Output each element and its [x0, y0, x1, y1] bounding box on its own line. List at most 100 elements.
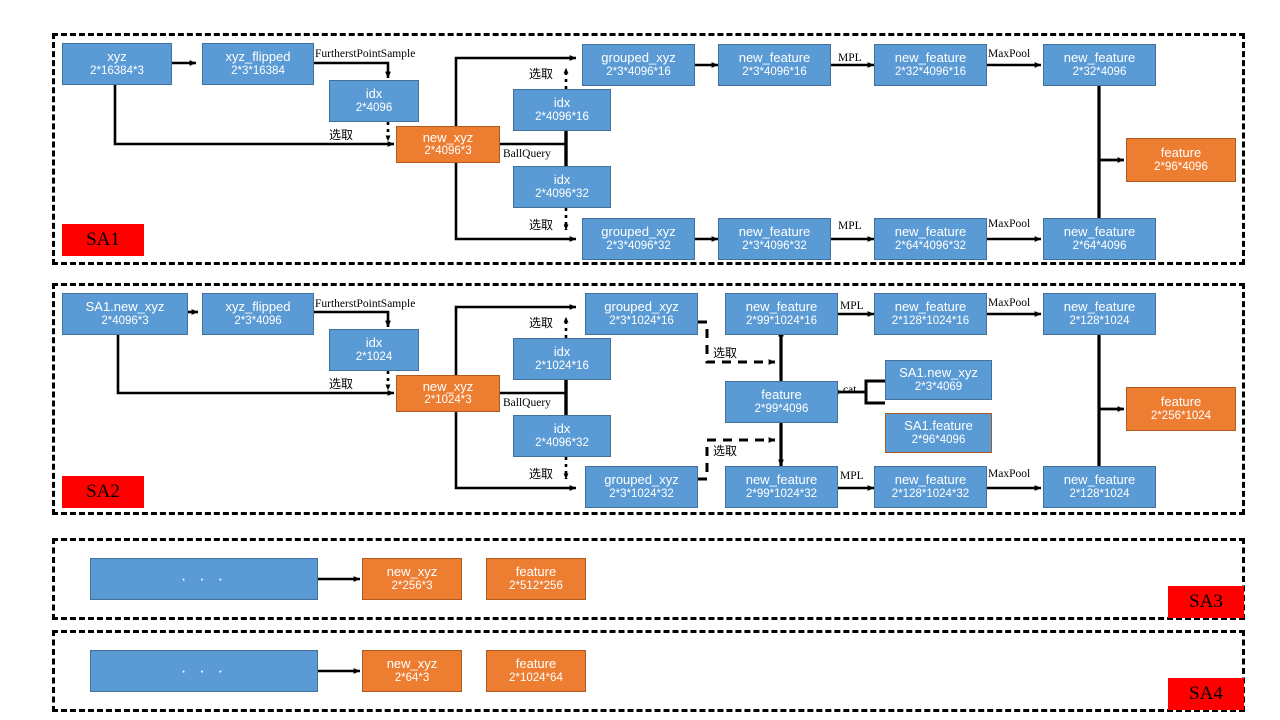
node-label: new_xyz [422, 378, 474, 394]
node-dim: 2*3*1024*32 [609, 487, 674, 500]
group-tag-label: SA2 [86, 481, 120, 502]
node-label: feature [1160, 394, 1202, 410]
label-sa1-maxpool-top: MaxPool [988, 48, 1031, 60]
node-label: new_xyz [386, 564, 438, 580]
node-sa1-idx-fps[interactable]: idx 2*4096 [329, 80, 419, 122]
node-label: SA1.new_xyz [85, 299, 165, 315]
node-sa2-grouped-xyz-16[interactable]: grouped_xyz 2*3*1024*16 [585, 293, 698, 335]
node-sa1-grouped-xyz-32[interactable]: grouped_xyz 2*3*4096*32 [582, 218, 695, 260]
node-dim: 2*128*1024 [1069, 314, 1130, 327]
node-dim: 2*64*4096 [1072, 239, 1127, 252]
node-sa1-xyz-flipped[interactable]: xyz_flipped 2*3*16384 [202, 43, 314, 85]
label-sa1-select-top: 选取 [529, 67, 554, 81]
node-sa1-new-feature-16-c[interactable]: new_feature 2*32*4096 [1043, 44, 1156, 86]
node-dim: 2*1024*16 [535, 359, 589, 372]
node-sa2-feature-out[interactable]: feature 2*256*1024 [1126, 387, 1236, 431]
node-dim: 2*3*16384 [231, 64, 285, 77]
node-label: feature [515, 564, 557, 580]
group-tag-label: SA3 [1189, 591, 1223, 612]
group-tag-sa2: SA2 [62, 476, 144, 508]
node-dim: 2*32*4096 [1072, 65, 1127, 78]
node-dim: 2*128*1024*16 [891, 314, 970, 327]
label-sa2-fps: FurtherstPointSample [315, 298, 416, 310]
node-dim: 2*99*1024*16 [746, 314, 817, 327]
node-sa4-new-xyz[interactable]: new_xyz 2*64*3 [362, 650, 462, 692]
node-dim: 2*32*4096*16 [895, 65, 966, 78]
node-sa2-new-feature-32-c[interactable]: new_feature 2*128*1024 [1043, 466, 1156, 508]
label-sa2-ballquery: BallQuery [503, 397, 551, 409]
node-label: new_feature [1063, 299, 1136, 315]
node-dim: 2*3*1024*16 [609, 314, 674, 327]
node-sa2-new-feature-16-c[interactable]: new_feature 2*128*1024 [1043, 293, 1156, 335]
label-sa1-mpl-bottom: MPL [838, 220, 862, 232]
node-sa1-new-feature-16-a[interactable]: new_feature 2*3*4096*16 [718, 44, 831, 86]
node-dim: 2*256*3 [391, 579, 433, 592]
node-dim: 2*64*3 [394, 671, 430, 684]
node-dim: 2*128*1024 [1069, 487, 1130, 500]
node-sa1-new-feature-16-b[interactable]: new_feature 2*32*4096*16 [874, 44, 987, 86]
node-dim: 2*3*4096*16 [606, 65, 671, 78]
node-sa2-new-feature-16-b[interactable]: new_feature 2*128*1024*16 [874, 293, 987, 335]
node-label: new_feature [894, 224, 967, 240]
node-label: SA1.feature [904, 418, 973, 434]
node-sa3-ellipsis: · · · [90, 558, 318, 600]
node-sa1-grouped-xyz-16[interactable]: grouped_xyz 2*3*4096*16 [582, 44, 695, 86]
node-sa1-new-feature-32-b[interactable]: new_feature 2*64*4096*32 [874, 218, 987, 260]
node-sa1-new-xyz[interactable]: new_xyz 2*4096*3 [396, 126, 500, 163]
node-dim: 2*4096 [355, 101, 393, 114]
node-sa3-new-xyz[interactable]: new_xyz 2*256*3 [362, 558, 462, 600]
node-label: feature [1160, 145, 1202, 161]
node-label: new_feature [894, 50, 967, 66]
node-sa1-new-feature-32-a[interactable]: new_feature 2*3*4096*32 [718, 218, 831, 260]
node-dim: 2*512*256 [509, 579, 563, 592]
node-sa2-idx-32[interactable]: idx 2*4096*32 [513, 415, 611, 457]
node-dim: 2*128*1024*32 [891, 487, 970, 500]
node-label: new_feature [738, 50, 811, 66]
node-dim: 2*256*1024 [1150, 409, 1212, 422]
node-sa3-feature[interactable]: feature 2*512*256 [486, 558, 586, 600]
label-sa2-maxpool-top: MaxPool [988, 297, 1031, 309]
node-sa2-new-feature-16-a[interactable]: new_feature 2*99*1024*16 [725, 293, 838, 335]
node-dim: 2*64*4096*32 [895, 239, 966, 252]
node-sa2-xyz-flipped[interactable]: xyz_flipped 2*3*4096 [202, 293, 314, 335]
node-sa1-feature-out[interactable]: feature 2*96*4096 [1126, 138, 1236, 182]
label-sa2-select-feature-bottom: 选取 [713, 444, 738, 458]
node-sa1-new-feature-32-c[interactable]: new_feature 2*64*4096 [1043, 218, 1156, 260]
label-sa2-select-fps: 选取 [329, 377, 354, 391]
group-tag-sa3: SA3 [1168, 586, 1244, 618]
node-sa2-grouped-xyz-32[interactable]: grouped_xyz 2*3*1024*32 [585, 466, 698, 508]
node-sa1-xyz[interactable]: xyz 2*16384*3 [62, 43, 172, 85]
node-sa2-idx-fps[interactable]: idx 2*1024 [329, 329, 419, 371]
node-dim: 2*4096*32 [535, 436, 589, 449]
node-label: new_feature [894, 299, 967, 315]
node-sa2-new-xyz[interactable]: new_xyz 2*1024*3 [396, 375, 500, 412]
node-label: idx [365, 86, 383, 102]
group-tag-label: SA4 [1189, 683, 1223, 704]
node-dim: 2*3*4096*32 [742, 239, 807, 252]
node-sa2-feature-mid[interactable]: feature 2*99*4096 [725, 381, 838, 423]
sa2-edges [116, 304, 1125, 491]
label-sa1-mpl-top: MPL [838, 52, 862, 64]
ellipsis-label: · · · [180, 569, 228, 588]
node-label: idx [553, 95, 571, 111]
node-dim: 2*1024*64 [509, 671, 563, 684]
node-dim: 2*96*4096 [911, 433, 966, 446]
node-sa1-idx-16[interactable]: idx 2*4096*16 [513, 89, 611, 131]
node-label: xyz_flipped [225, 49, 291, 65]
node-label: xyz [107, 49, 127, 65]
node-label: new_xyz [386, 656, 438, 672]
node-label: new_feature [1063, 50, 1136, 66]
node-sa2-new-feature-32-a[interactable]: new_feature 2*99*1024*32 [725, 466, 838, 508]
node-sa1-idx-32[interactable]: idx 2*4096*32 [513, 166, 611, 208]
node-sa2-cat-sa1-new-xyz[interactable]: SA1.new_xyz 2*3*4069 [885, 360, 992, 400]
group-frame-sa2 [52, 283, 1245, 515]
node-sa4-feature[interactable]: feature 2*1024*64 [486, 650, 586, 692]
node-dim: 2*99*4096 [754, 402, 809, 415]
node-sa2-cat-sa1-feature[interactable]: SA1.feature 2*96*4096 [885, 413, 992, 453]
node-sa2-idx-16[interactable]: idx 2*1024*16 [513, 338, 611, 380]
node-dim: 2*4096*3 [424, 145, 472, 158]
node-dim: 2*3*4069 [914, 380, 963, 393]
node-sa2-sa1-new-xyz[interactable]: SA1.new_xyz 2*4096*3 [62, 293, 188, 335]
node-label: grouped_xyz [601, 224, 676, 240]
node-sa2-new-feature-32-b[interactable]: new_feature 2*128*1024*32 [874, 466, 987, 508]
